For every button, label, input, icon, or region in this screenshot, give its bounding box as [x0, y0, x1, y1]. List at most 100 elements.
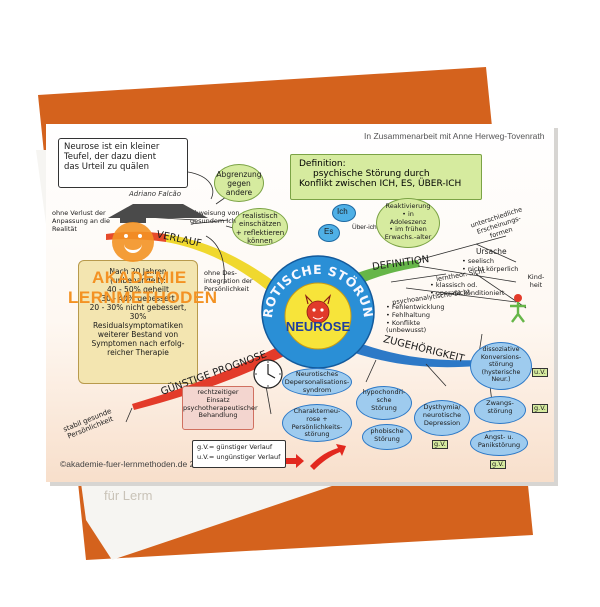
dissoziative-line: dissoziative	[482, 346, 520, 353]
dissoziative-line: störung	[488, 361, 514, 369]
red-arrow-2	[310, 444, 346, 470]
quote-line: Neurose ist ein kleiner	[64, 142, 160, 152]
ursache-item: • seelisch	[462, 257, 494, 265]
hypochondrische-line: hypochondri-	[362, 388, 406, 396]
clock-hands	[267, 364, 276, 379]
realistisch-line: realistisch	[242, 212, 278, 220]
devil-mouth	[312, 316, 324, 320]
scroll-line: Symptomen nach erfolg-	[91, 339, 185, 348]
behandlung-line: Einsatz	[206, 395, 230, 404]
reaktivierung-line: • im frühen	[389, 225, 427, 234]
zwang-line: Zwangs-	[486, 399, 514, 407]
scroll-line: 30 - 40% gebessert	[101, 294, 175, 303]
integration-line: integration der	[204, 276, 253, 285]
dissoziative-line: (hysterische	[481, 368, 521, 376]
scroll-line: 20 - 30% nicht gebessert,	[89, 303, 187, 312]
angst-box: Angst- u.Panikstörung	[470, 430, 528, 456]
kindheit-line: Kind-	[527, 273, 545, 281]
devil-eye-right	[320, 308, 324, 312]
abgrenzung-line: gegen	[227, 179, 251, 188]
scroll-line: reicher Therapie	[107, 348, 169, 357]
smiley-eye-left	[124, 234, 128, 238]
devil-eye-left	[312, 308, 316, 312]
angst-line: Angst- u.	[484, 433, 514, 441]
psychoanalytisch-item: • Fehlhaltung	[386, 310, 431, 319]
logo: AKADEMIE LERNMETHODEN	[68, 204, 217, 314]
phobische-line: Störung	[374, 434, 400, 443]
zwang-line: störung	[487, 406, 513, 415]
realistisch-line: können	[247, 237, 273, 246]
quote-author: Adriano Falcão	[129, 190, 181, 198]
ich-bubble	[332, 204, 356, 222]
devil-head	[306, 300, 330, 324]
anpassung-line: Anpassung an die	[52, 216, 110, 225]
abgrenzung-line: andere	[225, 188, 253, 197]
back-card-text: für Lerm	[104, 488, 153, 503]
charakter-line: Persönlichkeits-	[291, 422, 343, 431]
angst-line: Panikstörung	[477, 440, 521, 449]
hypochondrische-line: sche	[376, 395, 392, 404]
uv-badge: u.V.	[532, 368, 548, 378]
gv-badge-zwang: g.V.	[532, 404, 548, 414]
legend-2: u.V.= ungünstiger Verlauf	[197, 453, 281, 461]
ich-label: Ich	[337, 207, 348, 216]
behandlung-line: rechtzeitiger	[197, 388, 239, 396]
hypochondrische-line: Störung	[371, 403, 397, 412]
scroll-line: 40 - 50% geheilt	[107, 285, 169, 294]
graduation-cap-icon	[108, 204, 208, 218]
ursache-label: Ursache	[476, 247, 507, 256]
definition-line-2: Konflikt zwischen ICH, ES, ÜBER-ICH	[299, 179, 462, 189]
charakter-box: Charakterneu-rose +Persönlichkeits-störu…	[282, 404, 352, 442]
depersonalisation-line: syndrom	[302, 385, 332, 394]
integration-line: Persönlichkeit	[204, 284, 250, 293]
anpassung-line: ohne Verlust der	[52, 209, 106, 217]
depersonalisation-line: Depersonalisations-	[284, 377, 350, 386]
red-arrow-1	[278, 454, 304, 468]
definition-box: Definition: psychische Störung durch Kon…	[290, 154, 482, 200]
es-label: Es	[324, 227, 334, 236]
zwang-box: Zwangs-störung	[474, 396, 526, 424]
stick-figure-icon	[510, 294, 526, 323]
phobische-line: phobische	[370, 427, 404, 435]
scroll-text: Nach 20 Jahren(unbehandelt):40 - 50% geh…	[85, 267, 191, 357]
definition-line-1: psychische Störung durch	[313, 169, 430, 179]
integration-line: ohne Des-	[204, 269, 238, 277]
kindheit-line: heit	[529, 280, 543, 289]
charakter-line: störung	[304, 430, 330, 439]
scroll-line: weiterer Bestand von	[97, 330, 179, 339]
legend-1: g.V.= günstiger Verlauf	[197, 443, 273, 451]
clock-ticks	[255, 361, 281, 387]
branch-definition	[314, 260, 420, 308]
es-bubble	[318, 224, 340, 242]
smiley-eye-right	[138, 234, 142, 238]
lerntheorie-item: • operant konditioniert	[430, 288, 505, 297]
branch-prognose	[132, 336, 304, 410]
center-title: NEUROSE	[285, 319, 351, 334]
scroll-note: Nach 20 Jahren(unbehandelt):40 - 50% geh…	[78, 260, 198, 384]
reaktivierung-line: Adoleszenz	[389, 217, 427, 226]
quote-line: Teufel, der dazu dient	[64, 152, 157, 163]
dissoziative-line: Konversions-	[480, 353, 522, 361]
scroll-line: (unbehandelt):	[110, 276, 166, 285]
lerntheorie-item: • klassisch od.	[430, 281, 478, 289]
realistisch-line: einschätzen	[238, 220, 282, 229]
dysthymia-line: Depression	[423, 418, 461, 427]
gv-badge-angst: g.V.	[490, 460, 506, 470]
ueber-ich-label: Über-ich	[352, 224, 377, 231]
branch-zugehoerigkeit	[340, 338, 478, 368]
kindheit-note: Kind-heit	[524, 273, 548, 290]
abweisung-line: Abweisung von	[190, 209, 240, 217]
quote-line: das Urteil zu quälen	[64, 162, 149, 173]
